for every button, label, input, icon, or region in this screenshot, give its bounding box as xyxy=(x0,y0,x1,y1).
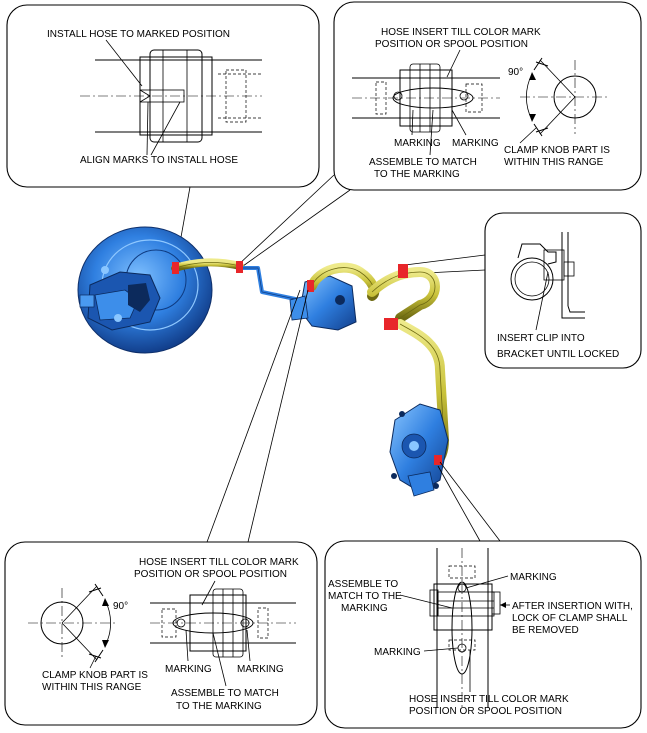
leader-line xyxy=(150,101,181,156)
angle-label: 90° xyxy=(508,67,523,78)
hose-joint-drawing xyxy=(352,63,500,133)
hose-insert-label-line2: POSITION OR SPOOL POSITION xyxy=(409,706,562,717)
assemble-label-line1: ASSEMBLE TO MATCH xyxy=(369,157,477,168)
leader-line xyxy=(423,647,459,652)
hose-insert-label-line2: POSITION OR SPOOL POSITION xyxy=(375,39,528,50)
clamp-range-label-line2: WITHIN THIS RANGE xyxy=(504,157,604,168)
assemble-label-line2: MATCH TO THE xyxy=(328,591,402,602)
after-insertion-label-line2: LOCK OF CLAMP SHALL xyxy=(512,613,628,624)
leader-line xyxy=(246,629,251,662)
assemble-label-line1: ASSEMBLE TO xyxy=(328,579,398,590)
clamp-range-label-line1: CLAMP KNOB PART IS xyxy=(42,670,148,681)
clamp-3 xyxy=(307,280,314,292)
marking-right-label: MARKING xyxy=(452,138,499,149)
leader-line xyxy=(399,594,453,609)
after-insertion-label-line1: AFTER INSERTION WITH, xyxy=(512,601,633,612)
assemble-label-line2: TO THE MARKING xyxy=(374,169,460,180)
callout-pointer xyxy=(439,461,501,542)
callout-pointer xyxy=(206,289,301,543)
leader-line xyxy=(89,655,97,669)
callout-pointer xyxy=(437,465,481,542)
clamp-range-label-line2: WITHIN THIS RANGE xyxy=(42,682,142,693)
hose-insert-label-line1: HOSE INSERT TILL COLOR MARK xyxy=(381,27,541,38)
leader-line xyxy=(519,127,537,144)
callout-pointer xyxy=(247,289,309,543)
leader-line xyxy=(201,580,216,606)
callout-pointer xyxy=(236,174,335,267)
clamp-2 xyxy=(236,261,243,273)
hose-insert-label-line2: POSITION OR SPOOL POSITION xyxy=(134,569,287,580)
leader-line xyxy=(146,101,149,156)
assemble-label-line2: TO THE MARKING xyxy=(176,701,262,712)
detail-panel-install-hose: INSTALL HOSE TO MARKED POSITION ALIGN MA… xyxy=(6,4,320,266)
detail-panel-hose-insert-top: HOSE INSERT TILL COLOR MARK POSITION OR … xyxy=(236,1,642,267)
panel-frame xyxy=(4,541,318,726)
panel-frame xyxy=(333,1,642,191)
hose-insert-label-line1: HOSE INSERT TILL COLOR MARK xyxy=(409,694,569,705)
brake-vacuum-assembly xyxy=(77,226,450,497)
leader-line xyxy=(465,575,509,589)
panel-frame xyxy=(324,540,642,729)
install-hose-label: INSTALL HOSE TO MARKED POSITION xyxy=(47,29,230,40)
after-insertion-label-line3: BE REMOVED xyxy=(512,625,579,636)
leader-line xyxy=(411,109,414,136)
leader-line xyxy=(446,49,461,78)
clamp-range-label-line1: CLAMP KNOB PART IS xyxy=(504,145,610,156)
align-marks-label: ALIGN MARKS TO INSTALL HOSE xyxy=(80,155,238,166)
leader-line xyxy=(429,109,434,156)
vacuum-pipe xyxy=(240,266,312,302)
clamp-5 xyxy=(384,318,398,330)
vacuum-bracket xyxy=(289,275,357,331)
detail-panel-vertical-hose: ASSEMBLE TO MATCH TO THE MARKING MARKING… xyxy=(324,461,642,729)
marking-right-label: MARKING xyxy=(237,664,284,675)
angle-label: 90° xyxy=(113,601,128,612)
clip-label-line2: BRACKET UNTIL LOCKED xyxy=(497,349,619,360)
leader-line xyxy=(212,632,227,687)
brake-booster xyxy=(77,226,213,354)
marking-left-label: MARKING xyxy=(165,664,212,675)
clamp-6 xyxy=(434,455,442,465)
assemble-label-line3: MARKING xyxy=(341,603,388,614)
panel-frame xyxy=(484,212,642,369)
hose-joint-drawing xyxy=(150,588,296,658)
detail-panel-hose-insert-bottom: HOSE INSERT TILL COLOR MARK POSITION OR … xyxy=(4,289,318,726)
marking-left-label: MARKING xyxy=(394,138,441,149)
leader-line xyxy=(451,109,467,136)
clamp-4 xyxy=(398,264,408,278)
clip-label-line1: INSERT CLIP INTO xyxy=(497,333,585,344)
callout-pointer xyxy=(404,254,486,266)
leader-line xyxy=(185,629,189,662)
detail-panel-clip: INSERT CLIP INTO BRACKET UNTIL LOCKED xyxy=(404,212,642,369)
callout-pointer xyxy=(242,189,351,267)
leader-line xyxy=(535,271,549,331)
hose-insert-label-line1: HOSE INSERT TILL COLOR MARK xyxy=(139,557,299,568)
hose-joint-drawing xyxy=(80,49,262,143)
leader-line xyxy=(105,39,143,87)
clamp-range-diagram xyxy=(520,57,610,137)
clamp-1 xyxy=(172,262,179,274)
vacuum-pump xyxy=(389,403,449,497)
assemble-label-line1: ASSEMBLE TO MATCH xyxy=(171,688,279,699)
clamp-range-diagram xyxy=(28,583,118,663)
marking-bottom-label: MARKING xyxy=(374,647,421,658)
marking-top-label: MARKING xyxy=(510,572,557,583)
hose-clamps xyxy=(172,261,442,465)
clip-bracket-drawing xyxy=(510,232,585,319)
